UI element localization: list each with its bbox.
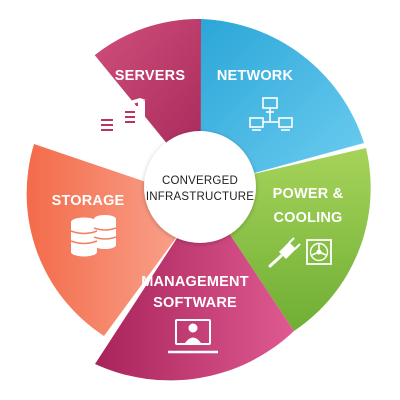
servers-label: SERVERS bbox=[115, 68, 186, 84]
segment-power-cooling[interactable] bbox=[221, 148, 371, 331]
management-software-label-line2: SOFTWARE bbox=[153, 295, 237, 311]
center-label-line1: CONVERGED bbox=[162, 175, 238, 187]
power-cooling-label-line2: COOLING bbox=[273, 210, 342, 226]
segment-management-software[interactable] bbox=[95, 221, 294, 381]
server-rack-icon bbox=[98, 98, 146, 139]
database-icon bbox=[70, 215, 117, 257]
management-software-label-line1: MANAGEMENT bbox=[141, 274, 249, 290]
center-hub bbox=[144, 131, 256, 243]
plug-icon bbox=[268, 237, 301, 268]
power-cooling-label-line1: POWER & bbox=[273, 186, 344, 202]
network-label: NETWORK bbox=[217, 68, 294, 84]
center-label-line2: INFRASTRUCTURE bbox=[146, 191, 254, 203]
storage-label: STORAGE bbox=[52, 193, 125, 209]
segment-network[interactable] bbox=[200, 19, 364, 178]
fan-icon bbox=[306, 239, 332, 265]
network-icon bbox=[249, 97, 293, 131]
segment-servers[interactable] bbox=[94, 18, 201, 156]
monitor-user-icon bbox=[168, 319, 218, 354]
